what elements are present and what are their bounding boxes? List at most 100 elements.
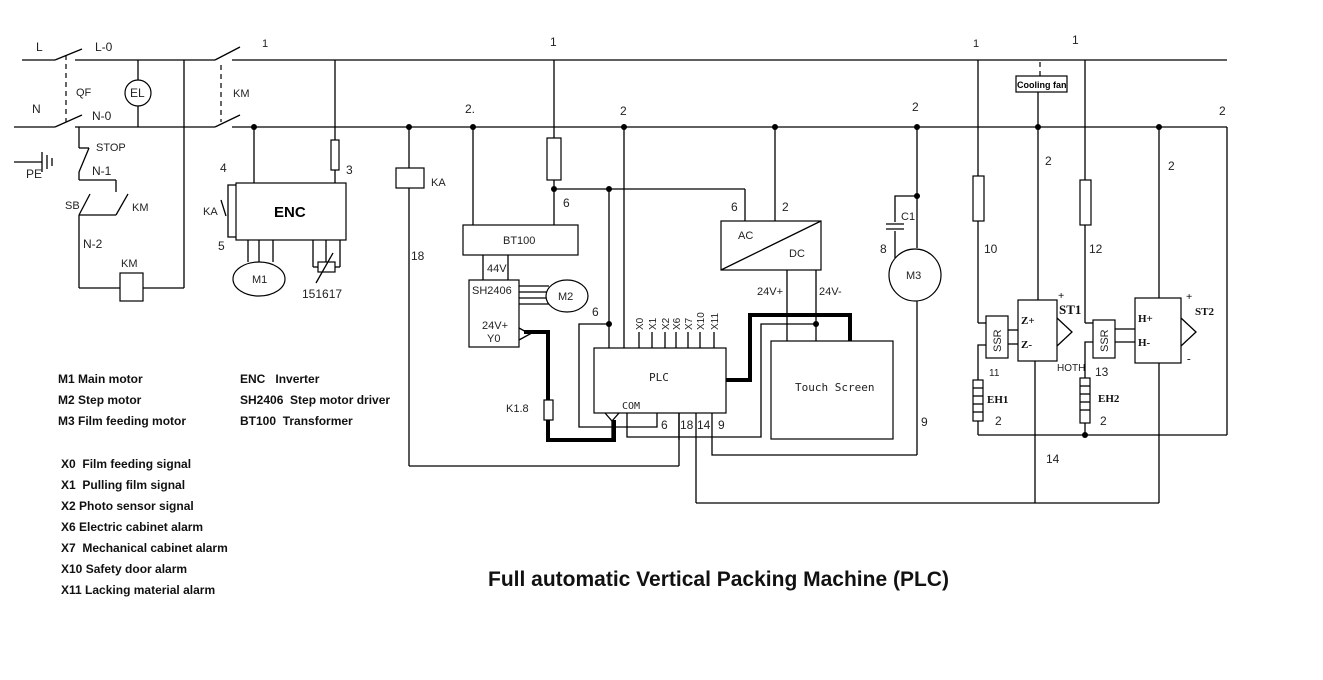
legend-item: M2 Step motor [58,393,142,407]
legend-item: X10 Safety door alarm [61,562,188,576]
relay-coil [395,167,425,189]
bus1-label: 1 [262,38,268,50]
contactor-label: KM [233,88,250,100]
bus2-label: 2 [620,104,627,118]
neutral-out-label: N-0 [92,109,112,123]
capacitor-label: C1 [901,211,915,223]
km-coil [119,272,144,302]
motor-m3-label: M3 [906,270,921,282]
bus1-label: 1 [973,38,979,50]
inverter-label: ENC [274,204,306,221]
legend-inputs: X0 Film feeding signal X1 Pulling film s… [61,454,228,601]
hoth-label: HOTH [1057,363,1085,374]
driver-y0-label: Y0 [487,333,500,345]
bus2-label: 2 [912,100,919,114]
tc1-neg-label: Z- [1021,339,1032,351]
tc2-pos-label: H+ [1138,313,1153,325]
bus1-label: 1 [1072,33,1079,47]
bus2-label: 2 [1219,104,1226,118]
tc2-neg-label: H- [1138,337,1151,349]
stop-button-label: STOP [96,142,126,154]
bus2-label: 2. [465,102,475,116]
thermocouple-1-label: ST1 [1059,302,1081,317]
touch-screen-label: Touch Screen [795,381,874,394]
touch-screen-unit [770,340,894,440]
wire-18-label: 18 [411,249,425,263]
heater-eh2-icon [1079,377,1091,424]
driver-io-label: 24V+ [482,320,508,332]
wire-3-label: 3 [346,163,353,177]
dc-label: DC [789,248,805,260]
ground-label: PE [26,167,42,181]
wire-6-label: 6 [592,305,599,319]
legend-item: X7 Mechanical cabinet alarm [61,541,228,555]
pot-wires-label: 151617 [302,287,342,301]
step-driver-sh2406 [468,279,520,348]
ssr-2 [1092,319,1116,359]
ssr-label: SSR [1099,329,1111,352]
inverter-section: 3 4 ENC KA 5 M1 151617 [203,60,353,301]
ps-in-label: 6 [731,200,738,214]
temp-controller-2 [1134,297,1182,364]
plc-wire-label: 18 [680,418,694,432]
legend-item: SH2406 Step motor driver [240,393,391,407]
km-coil-label: KM [121,258,138,270]
motor-m2-label: M2 [558,291,573,303]
neutral-label: N [32,102,41,116]
plus-label: + [1058,290,1064,302]
temp-controller-1 [1017,299,1058,362]
ssr-label: SSR [992,329,1004,352]
resistor-icon [543,399,554,421]
ka-contact-label: KA [203,206,218,218]
wire-2-label: 2 [995,414,1002,428]
power-input: L L-0 N N-0 QF EL KM 1 1 1 1 2. 2 2 [14,33,1227,288]
legend-item: BT100 Transformer [240,414,353,428]
wire-6-label: 6 [563,196,570,210]
heater-eh1-icon [972,379,984,422]
thermocouple-1-icon [1056,317,1073,347]
legend-item: X6 Electric cabinet alarm [61,520,204,534]
legend-motors: M1 Main motor M2 Step motor M3 Film feed… [58,369,186,432]
voltage-label: 44V [487,263,507,275]
ps-out-pos-label: 24V+ [757,286,783,298]
legend-item: ENC Inverter [240,372,320,386]
plc-input-label: X11 [710,313,721,330]
film-motor: C1 8 M3 9 [880,124,942,455]
relay-ka: KA 18 [395,124,680,467]
touch-screen: Touch Screen [770,340,894,440]
inverter-enc [235,182,347,241]
wire-9-label: 9 [921,415,928,429]
step-driver-label: SH2406 [472,285,512,297]
legend-item: X1 Pulling film signal [61,478,186,492]
plc-input-label: X2 [661,317,672,330]
ps-out-neg-label: 24V- [819,286,842,298]
ps-in-label: 2 [782,200,789,214]
km-contact-label: KM [132,202,149,214]
heater-eh2-label: EH2 [1098,393,1120,405]
cooling-fan [1015,75,1068,93]
motor-m3-icon [888,248,942,302]
sb-label: SB [65,200,80,212]
plc-wire-label: 14 [697,418,711,432]
plc-input-label: X7 [684,317,695,330]
legend-item: X2 Photo sensor signal [61,499,194,513]
heater-eh1-label: EH1 [987,394,1008,406]
legend-item: M1 Main motor [58,372,143,386]
n2-label: N-2 [83,237,103,251]
line-out-label: L-0 [95,40,113,54]
plc-wire-label: 6 [661,418,668,432]
wire-12-label: 12 [1089,242,1103,256]
plus-label: + [1186,291,1192,303]
plc-input-label: X6 [672,317,683,330]
relay-label: KA [431,177,446,189]
cooling-fan-label: Cooling fan [1017,80,1067,90]
wire-2-label: 2 [1100,414,1107,428]
minus-label: - [1187,353,1191,365]
transformer-label: BT100 [503,235,535,247]
motor-m1-icon [232,261,286,297]
motor-m1-label: M1 [252,274,267,286]
heater-section: 10 Cooling fan 2 12 2 SSR 11 EH1 2 Z+ Z- [696,60,1228,504]
power-supply: 6 2 AC DC 24V+ 24V- [720,124,842,341]
legend-item: X11 Lacking material alarm [61,583,216,597]
